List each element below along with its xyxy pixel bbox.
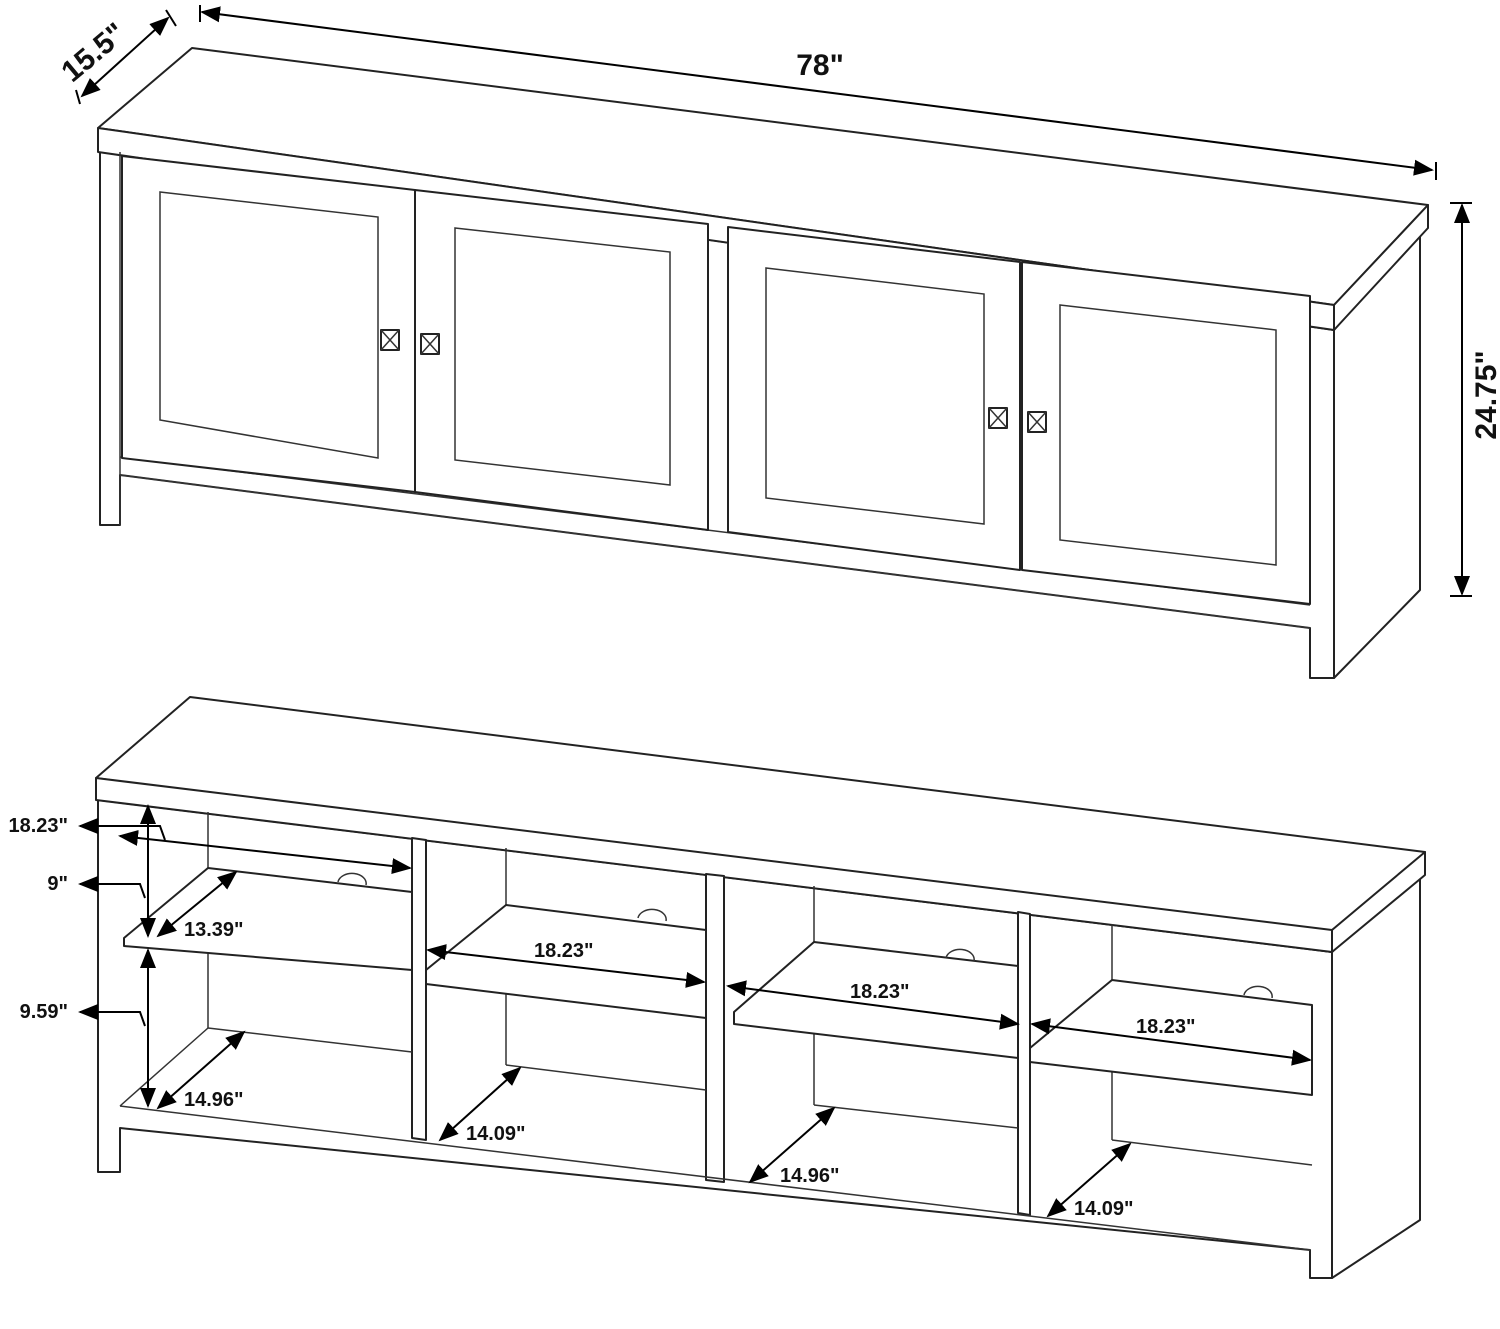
depth-label: 15.5"	[55, 17, 132, 89]
door-3	[727, 226, 1021, 571]
width-label: 78"	[796, 49, 844, 82]
shelf-dimensions: 18.23" 9" 9.59" 13.39" 14.96" 18.23" 14.…	[8, 804, 1312, 1220]
left-shelf-width-label: 18.23"	[8, 815, 68, 837]
lower-gap-label: 9.59"	[20, 1001, 68, 1023]
bottom-depth-1-label: 14.96"	[184, 1089, 244, 1111]
open-cabinet-drawing	[95, 696, 1426, 1279]
door-knob-icons	[380, 329, 1047, 433]
shelf-width-2-label: 18.23"	[534, 940, 594, 962]
bottom-depth-4-label: 14.09"	[1074, 1198, 1134, 1220]
door-1	[121, 155, 416, 493]
height-label: 24.75"	[1470, 350, 1500, 439]
shelf-width-4-label: 18.23"	[1136, 1016, 1196, 1038]
bottom-depth-3-label: 14.96"	[780, 1165, 840, 1187]
door-4	[1021, 261, 1311, 605]
bottom-depth-2-label: 14.09"	[466, 1123, 526, 1145]
shelf-width-3-label: 18.23"	[850, 981, 910, 1003]
upper-gap-label: 9"	[47, 873, 68, 895]
closed-cabinet-drawing	[97, 47, 1429, 679]
door-2	[414, 189, 709, 531]
shelf-depth-1-label: 13.39"	[184, 919, 244, 941]
